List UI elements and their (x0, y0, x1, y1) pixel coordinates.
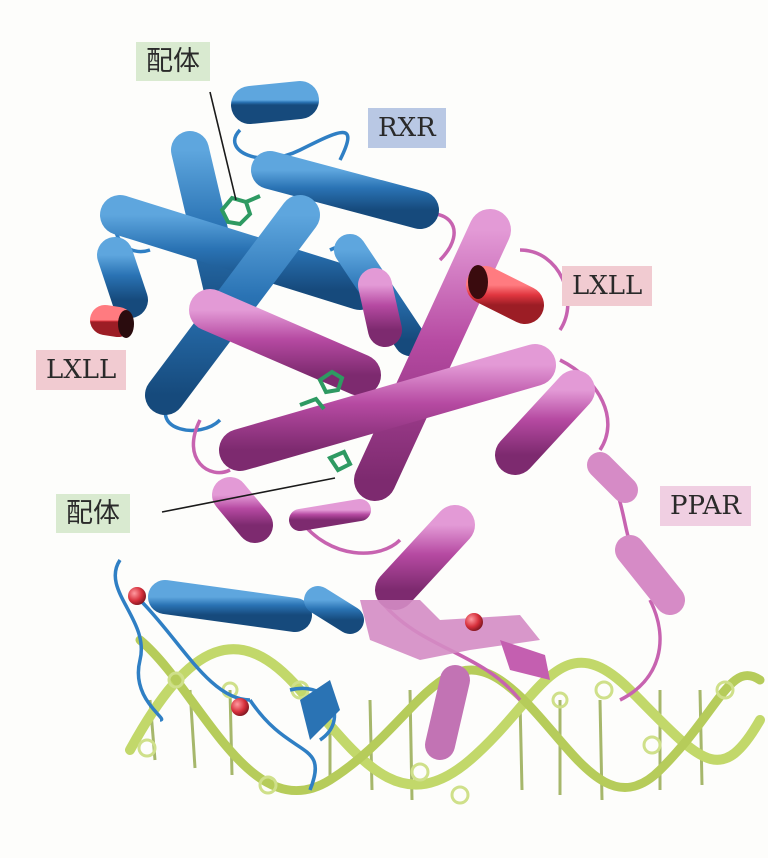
coactivator-helix-left (90, 305, 133, 337)
rxr-helix (304, 586, 364, 634)
ligand-label-bottom: 配体 (56, 494, 130, 533)
dna-phosphate-rings (137, 671, 735, 805)
rxr-helix (231, 81, 319, 124)
ligand-bottom-molecule (299, 369, 353, 473)
ppar-helix (189, 289, 381, 396)
ppar-domain (189, 209, 685, 760)
rxr-label: RXR (368, 108, 446, 148)
ppar-helix (289, 499, 371, 531)
ppar-helix (219, 344, 556, 471)
lxll-label-right: LXLL (562, 266, 653, 306)
ppar-helix (495, 370, 595, 475)
rxr-helix (100, 195, 380, 310)
rxr-helix (148, 580, 312, 632)
ligand-label-top: 配体 (136, 42, 210, 81)
coactivator-helices (90, 265, 544, 338)
rxr-beta-sheet (300, 680, 340, 740)
ppar-beta-sheet (500, 640, 550, 680)
ligand-top-molecule (219, 194, 261, 227)
ppar-beta-sheet (360, 600, 540, 660)
marker-spheres (128, 587, 483, 716)
ppar-helix (358, 268, 402, 347)
coactivator-helix-right (466, 266, 544, 324)
ppar-label: PPAR (660, 486, 751, 526)
ligand-molecules (219, 194, 353, 473)
ligand-top-pointer (209, 91, 237, 201)
ppar-helix (212, 477, 273, 543)
ligand-bottom-pointer (161, 477, 336, 513)
rxr-helix (97, 237, 148, 318)
ppar-helix (587, 452, 638, 503)
rxr-helix (251, 151, 439, 229)
lxll-label-left: LXLL (36, 350, 127, 390)
ppar-helix (425, 665, 470, 760)
ppar-helix (375, 505, 475, 610)
ppar-helix (615, 535, 685, 615)
